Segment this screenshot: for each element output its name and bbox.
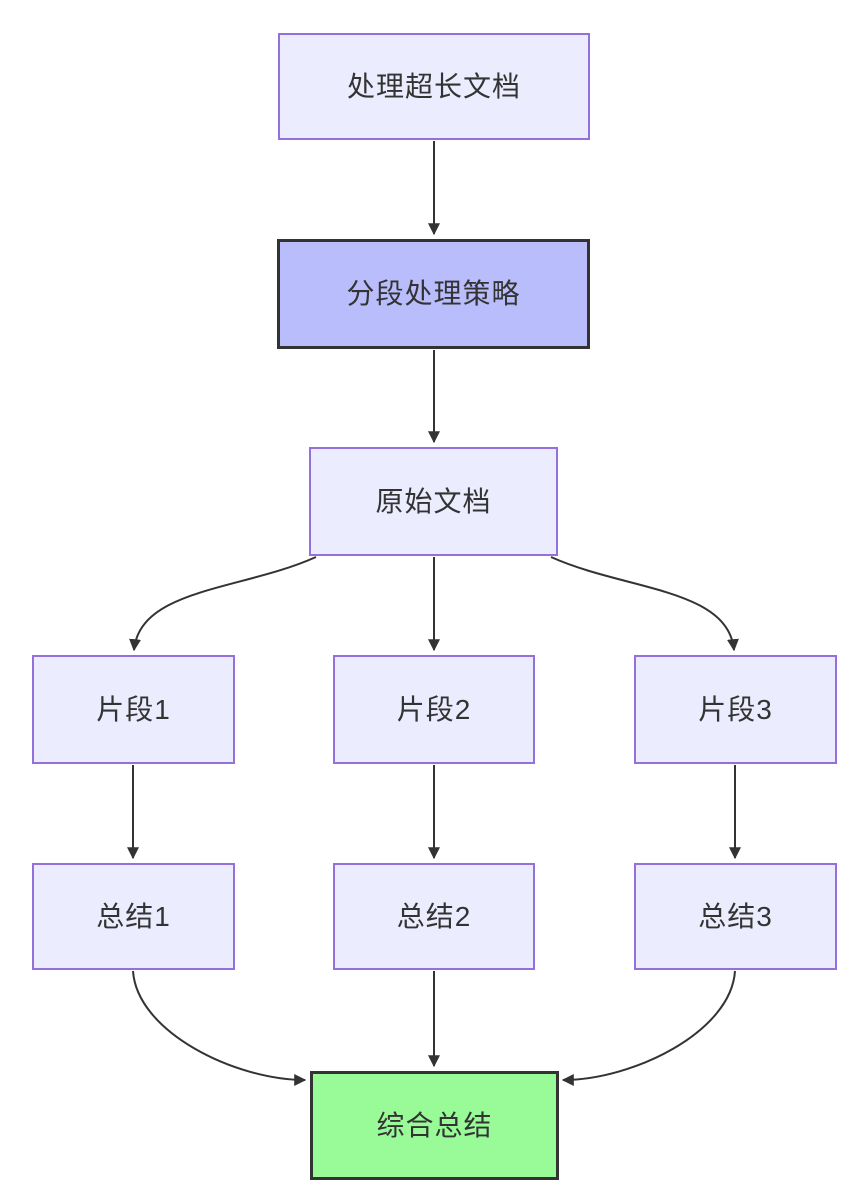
node-final-summary-label: 综合总结 [376,1109,493,1141]
node-summary-1: 总结1 [32,863,235,970]
node-final-summary: 综合总结 [310,1071,559,1180]
node-strategy-label: 分段处理策略 [346,278,521,310]
node-summary-1-label: 总结1 [96,900,171,932]
edge-sum1-final [132,970,307,1086]
node-summary-2: 总结2 [333,863,535,970]
node-summary-3: 总结3 [634,863,837,970]
node-original-doc-label: 原始文档 [375,485,492,517]
node-start: 处理超长文档 [278,33,590,140]
node-fragment-1-label: 片段1 [96,693,171,725]
edge-doc-frag1 [129,556,317,652]
node-fragment-3: 片段3 [634,655,837,764]
edge-doc-frag3 [550,556,739,652]
node-summary-3-label: 总结3 [698,900,773,932]
node-original-doc: 原始文档 [309,447,558,556]
edge-sum3-final [561,970,736,1086]
node-strategy: 分段处理策略 [277,239,590,349]
node-fragment-3-label: 片段3 [698,693,773,725]
node-fragment-1: 片段1 [32,655,235,764]
node-summary-2-label: 总结2 [396,900,472,932]
node-fragment-2-label: 片段2 [396,693,472,725]
node-start-label: 处理超长文档 [346,70,521,102]
node-fragment-2: 片段2 [333,655,535,764]
